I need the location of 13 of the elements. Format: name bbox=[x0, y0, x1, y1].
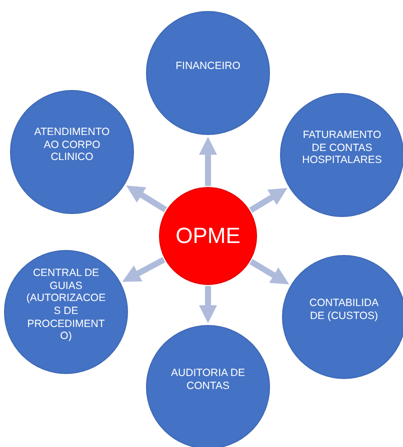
arrow bbox=[249, 188, 288, 213]
circle-label: FINANCEIRO bbox=[174, 60, 242, 72]
circle-label: FATURAMENTO DE CONTAS HOSPITALARES bbox=[301, 129, 383, 167]
circle-label: CENTRAL DE GUIAS (AUTORIZACOES DE PROCEDIMENTO) bbox=[26, 267, 106, 343]
circle-label: OPME bbox=[174, 222, 242, 250]
arrow bbox=[199, 286, 217, 324]
circle-label: ATENDIMENTO AO CORPO CLINICO bbox=[33, 126, 111, 164]
circle-label: CONTABILIDADE (CUSTOS) bbox=[308, 297, 380, 323]
arrow bbox=[199, 136, 217, 186]
arrow bbox=[249, 259, 290, 284]
arrow bbox=[126, 186, 168, 212]
circle-label: AUDITORIA DE CONTAS bbox=[170, 367, 246, 393]
arrow bbox=[122, 256, 166, 282]
